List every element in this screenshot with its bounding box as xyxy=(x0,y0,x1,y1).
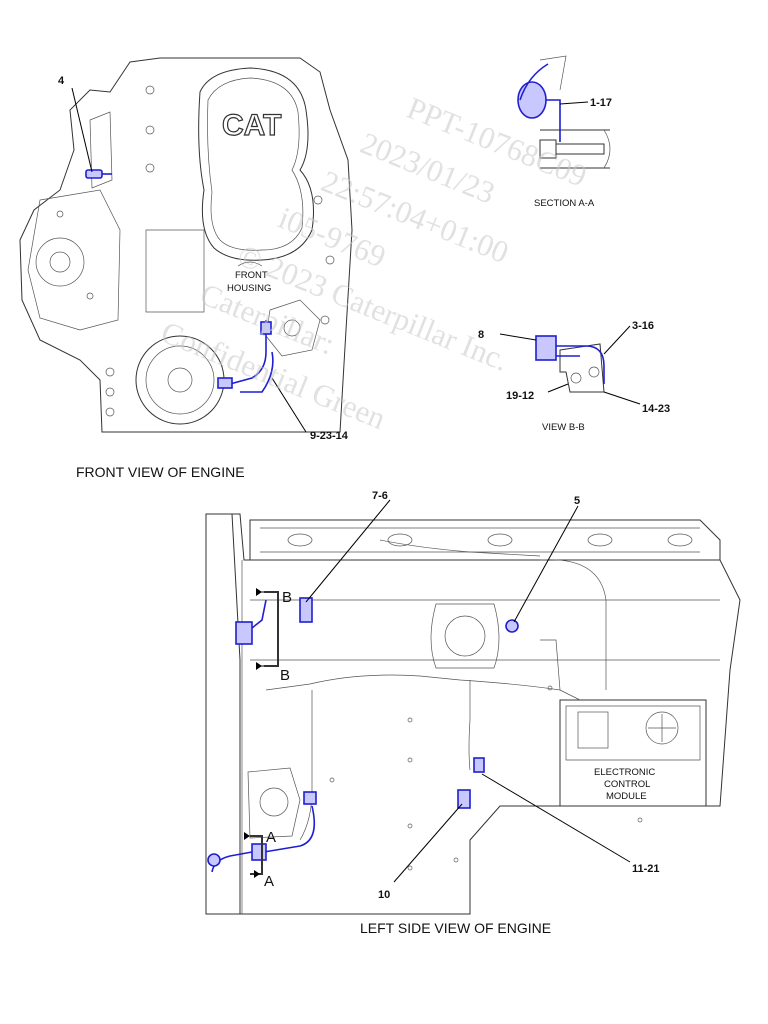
callout-1-17: 1-17 xyxy=(590,97,612,109)
bracket-highlight xyxy=(535,335,605,384)
callout-8: 8 xyxy=(478,329,484,341)
callout-5: 5 xyxy=(574,495,580,507)
sensor-4-highlight xyxy=(85,169,112,179)
cat-logo: CAT xyxy=(222,109,281,142)
left-side-view-engine: ELECTRONIC CONTROL MODULE xyxy=(205,513,741,915)
front-view-engine: CAT FRONT HOUSING xyxy=(19,57,353,433)
front-view-caption: FRONT VIEW OF ENGINE xyxy=(76,464,245,480)
left-view-highlights xyxy=(207,597,519,873)
left-view-caption: LEFT SIDE VIEW OF ENGINE xyxy=(360,920,551,936)
ecm-module: ELECTRONIC CONTROL MODULE xyxy=(559,699,707,807)
front-housing-label-2: HOUSING xyxy=(227,283,271,294)
section-marker-b-bottom: B xyxy=(280,667,290,684)
ecm-label-1: ELECTRONIC xyxy=(594,767,655,778)
section-a-a xyxy=(517,55,611,169)
callout-11-21: 11-21 xyxy=(632,863,660,875)
callout-14-23: 14-23 xyxy=(642,403,670,415)
callout-4: 4 xyxy=(58,75,65,87)
ecm-label-2: CONTROL xyxy=(604,779,650,790)
section-marker-a-top: A xyxy=(266,829,276,846)
harness-9-23-14-highlight xyxy=(217,320,274,393)
front-housing-label: FRONT xyxy=(235,270,268,281)
callout-7-6: 7-6 xyxy=(372,490,388,502)
view-b-b xyxy=(535,335,605,393)
clip-1-17-highlight xyxy=(517,63,561,142)
view-b-caption: VIEW B-B xyxy=(542,422,585,433)
ecm-label-3: MODULE xyxy=(606,791,647,802)
callout-10: 10 xyxy=(378,889,390,901)
section-marker-a-bottom: A xyxy=(264,873,274,890)
callout-3-16: 3-16 xyxy=(632,320,654,332)
section-a-caption: SECTION A-A xyxy=(534,198,595,209)
callout-9-23-14: 9-23-14 xyxy=(310,430,349,442)
section-marker-b-top: B xyxy=(282,589,292,606)
callout-19-12: 19-12 xyxy=(506,390,534,402)
